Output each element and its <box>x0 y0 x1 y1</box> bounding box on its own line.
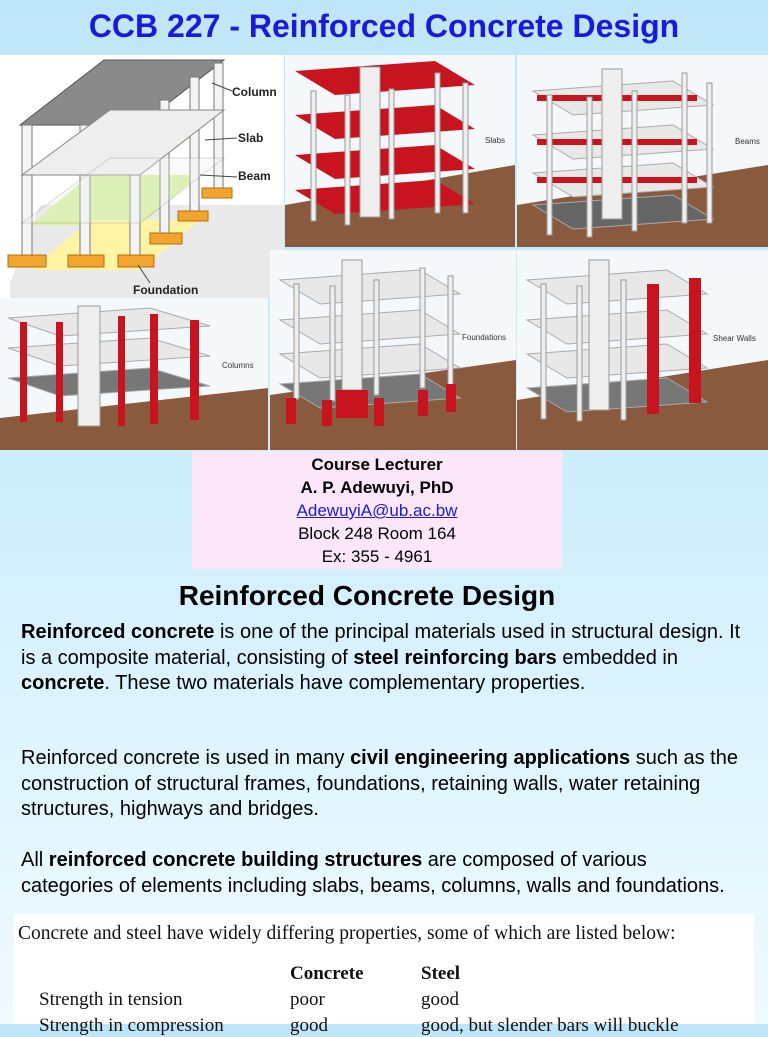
paragraph-intro: Reinforced concrete is one of the princi… <box>21 621 741 694</box>
table-cell: good <box>421 989 459 1010</box>
table-header-steel: Steel <box>421 963 461 984</box>
foundations-label: Foundations <box>462 333 506 342</box>
slab-label: Slab <box>238 131 263 145</box>
bold-term: steel reinforcing bars <box>353 646 557 669</box>
shear-walls-label: Shear Walls <box>713 334 756 343</box>
beams-label: Beams <box>735 137 760 146</box>
columns-label: Columns <box>222 361 254 370</box>
lecturer-email-link[interactable]: AdewuyiA@ub.ac.bw <box>296 501 458 520</box>
page-title: CCB 227 - Reinforced Concrete Design <box>88 8 680 44</box>
shear-walls-image: Shear Walls <box>517 250 768 450</box>
section-title: Reinforced Concrete Design <box>178 580 556 611</box>
lecturer-office: Block 248 Room 164 <box>298 524 456 543</box>
bold-term: civil engineering applications <box>350 747 631 769</box>
lecturer-heading: Course Lecturer <box>311 455 443 474</box>
lecturer-phone: Ex: 355 - 4961 <box>321 547 433 566</box>
slabs-image: Slabs <box>285 55 515 247</box>
table-header-concrete: Concrete <box>290 963 364 984</box>
table-cell: good <box>290 1015 328 1036</box>
paragraph-applications: Reinforced concrete is used in many civi… <box>21 747 738 820</box>
properties-table: Concrete and steel have widely differing… <box>14 914 754 1036</box>
column-label: Column <box>232 85 277 99</box>
table-cell: Strength in compression <box>39 1015 224 1036</box>
lecturer-name: A. P. Adewuyi, PhD <box>300 478 454 497</box>
table-intro: Concrete and steel have widely differing… <box>18 923 676 944</box>
table-cell: good, but slender bars will buckle <box>421 1015 679 1036</box>
slabs-label: Slabs <box>485 136 505 145</box>
table-cell: Strength in tension <box>39 989 183 1010</box>
bold-term: concrete <box>21 672 105 694</box>
columns-image: Columns <box>0 298 268 450</box>
building-diagram-image: Column Slab Beam Foundation <box>0 55 284 298</box>
beam-label: Beam <box>238 169 271 183</box>
bold-term: Reinforced concrete <box>21 621 215 643</box>
lecturer-info-box: Course Lecturer A. P. Adewuyi, PhD Adewu… <box>192 451 562 569</box>
foundation-label: Foundation <box>133 283 198 297</box>
bold-term: reinforced concrete building structures <box>48 849 423 871</box>
paragraph-elements: All reinforced concrete building structu… <box>21 849 725 897</box>
foundations-image: Foundations <box>270 250 516 450</box>
beams-image: Beams <box>517 55 768 247</box>
table-cell: poor <box>290 989 325 1010</box>
